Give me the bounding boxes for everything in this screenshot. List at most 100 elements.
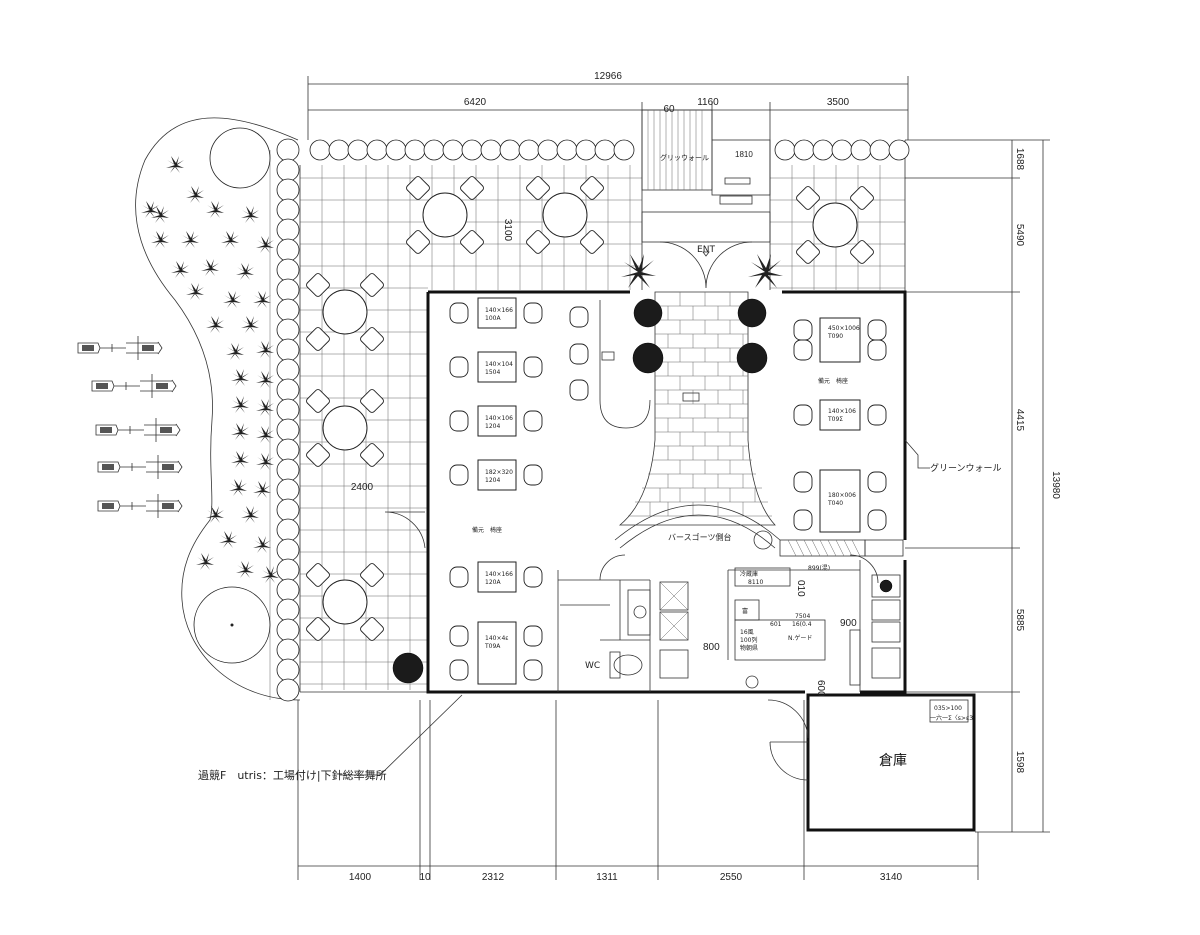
rect-table <box>477 351 517 383</box>
entrance-planters <box>392 254 783 684</box>
rect-table <box>477 405 517 437</box>
fern-leaves <box>151 231 169 248</box>
chair <box>793 404 813 426</box>
hedge-shrub <box>276 518 300 542</box>
fern-leaves <box>256 399 274 416</box>
chair <box>449 464 469 486</box>
terrace-table-2 <box>526 176 604 254</box>
hedge-shrub <box>480 139 502 161</box>
hedge-shrub <box>276 238 300 262</box>
bicycle-frame <box>95 418 181 442</box>
chair <box>306 389 330 413</box>
dimension-lines: 12966 6420 60 1160 3500 13980 1688 5490 … <box>297 71 1061 883</box>
bicycle-frame <box>97 455 183 479</box>
fern-plant <box>241 206 259 223</box>
central-brick-path: バースゴーツ側台 <box>599 291 904 557</box>
bicycles <box>77 336 183 518</box>
seating-mid-label: 備元 椅座 <box>472 526 502 534</box>
chair <box>796 240 820 264</box>
note-label: 過競F utris：工場付け|下針総率舞所 <box>198 768 387 782</box>
hedge-shrub <box>869 139 891 161</box>
fern-leaves <box>256 236 274 253</box>
kitchen-label-i: 100列 <box>740 636 757 644</box>
bicycle-wheel <box>96 383 108 389</box>
kitchen-label-b: 8110 <box>748 579 763 586</box>
chair <box>449 625 469 647</box>
fern-plant <box>206 506 224 523</box>
fern-leaves <box>236 561 254 578</box>
hedge-shrub <box>276 398 300 422</box>
dim-entry-width: 1810 <box>735 150 753 159</box>
dim-kitchen-010: 010 <box>795 580 806 597</box>
fern-leaves <box>256 371 274 388</box>
hedge-shrub <box>276 438 300 462</box>
hedge-shrub <box>793 139 815 161</box>
dim-right-2: 5490 <box>1014 224 1025 247</box>
hedge-shrub <box>276 578 300 602</box>
hedge-shrub <box>276 178 300 202</box>
dim-right-1: 1688 <box>1014 148 1025 171</box>
interior-table-left-5 <box>449 561 543 593</box>
interior-table-right-3 <box>793 469 887 533</box>
chair <box>523 302 543 324</box>
bicycle-wheel <box>162 503 174 509</box>
chair <box>460 230 484 254</box>
fern-plant <box>186 283 204 300</box>
hedge-shrub <box>276 378 300 402</box>
fern-leaves <box>206 316 224 333</box>
wc-label: WC <box>585 661 600 671</box>
rect-table <box>819 317 861 363</box>
bicycle-4 <box>97 455 183 479</box>
dim-terrace-depth: 3100 <box>502 219 513 242</box>
bicycle-wheel <box>156 383 168 389</box>
chair <box>526 176 550 200</box>
hedge-shrub <box>575 139 597 161</box>
interior-table-right-2 <box>793 399 887 431</box>
hedge-shrub <box>774 139 796 161</box>
fern-plant <box>151 231 169 248</box>
round-table <box>322 289 368 335</box>
hedge-shrub <box>385 139 407 161</box>
fern-plant <box>236 263 254 280</box>
bicycle-5 <box>97 494 183 518</box>
fern-leaves <box>261 566 279 583</box>
hedge-top <box>309 139 910 161</box>
hedge-shrub <box>309 139 331 161</box>
chair <box>850 240 874 264</box>
fern-plant <box>196 553 214 570</box>
round-table <box>542 192 588 238</box>
dim-bottom-2: 10 <box>419 872 431 883</box>
hedge-shrub <box>276 318 300 342</box>
storage-note-2: 一六一Σ〈s>ε3 <box>930 714 973 722</box>
building-walls <box>426 290 907 694</box>
counter-label: バースゴーツ側台 <box>668 532 731 542</box>
hedge-shrub <box>276 358 300 382</box>
hedge-shrub <box>461 139 483 161</box>
chair <box>360 617 384 641</box>
fern-leaves <box>253 536 271 553</box>
terrace-table-6 <box>306 563 384 641</box>
terrace-table-5 <box>306 389 384 467</box>
hedge-shrub <box>499 139 521 161</box>
hedge-shrub <box>423 139 445 161</box>
fern-leaves <box>223 291 241 308</box>
chair <box>406 230 430 254</box>
chair <box>449 356 469 378</box>
terrace-table-3 <box>796 186 874 264</box>
round-table <box>322 579 368 625</box>
fern-plant <box>241 506 259 523</box>
chair <box>449 566 469 588</box>
palm-left <box>621 254 656 288</box>
fern-plant <box>253 481 271 498</box>
chair <box>360 389 384 413</box>
fern-plant <box>261 566 279 583</box>
bicycle-wheel <box>160 427 172 433</box>
hedge-shrub <box>404 139 426 161</box>
chair <box>523 659 543 681</box>
chair <box>867 319 887 341</box>
rect-table <box>819 399 861 431</box>
dim-kitchen-600: 600 <box>815 680 826 697</box>
bicycle-wheel <box>82 345 94 351</box>
fern-plant <box>256 341 274 358</box>
